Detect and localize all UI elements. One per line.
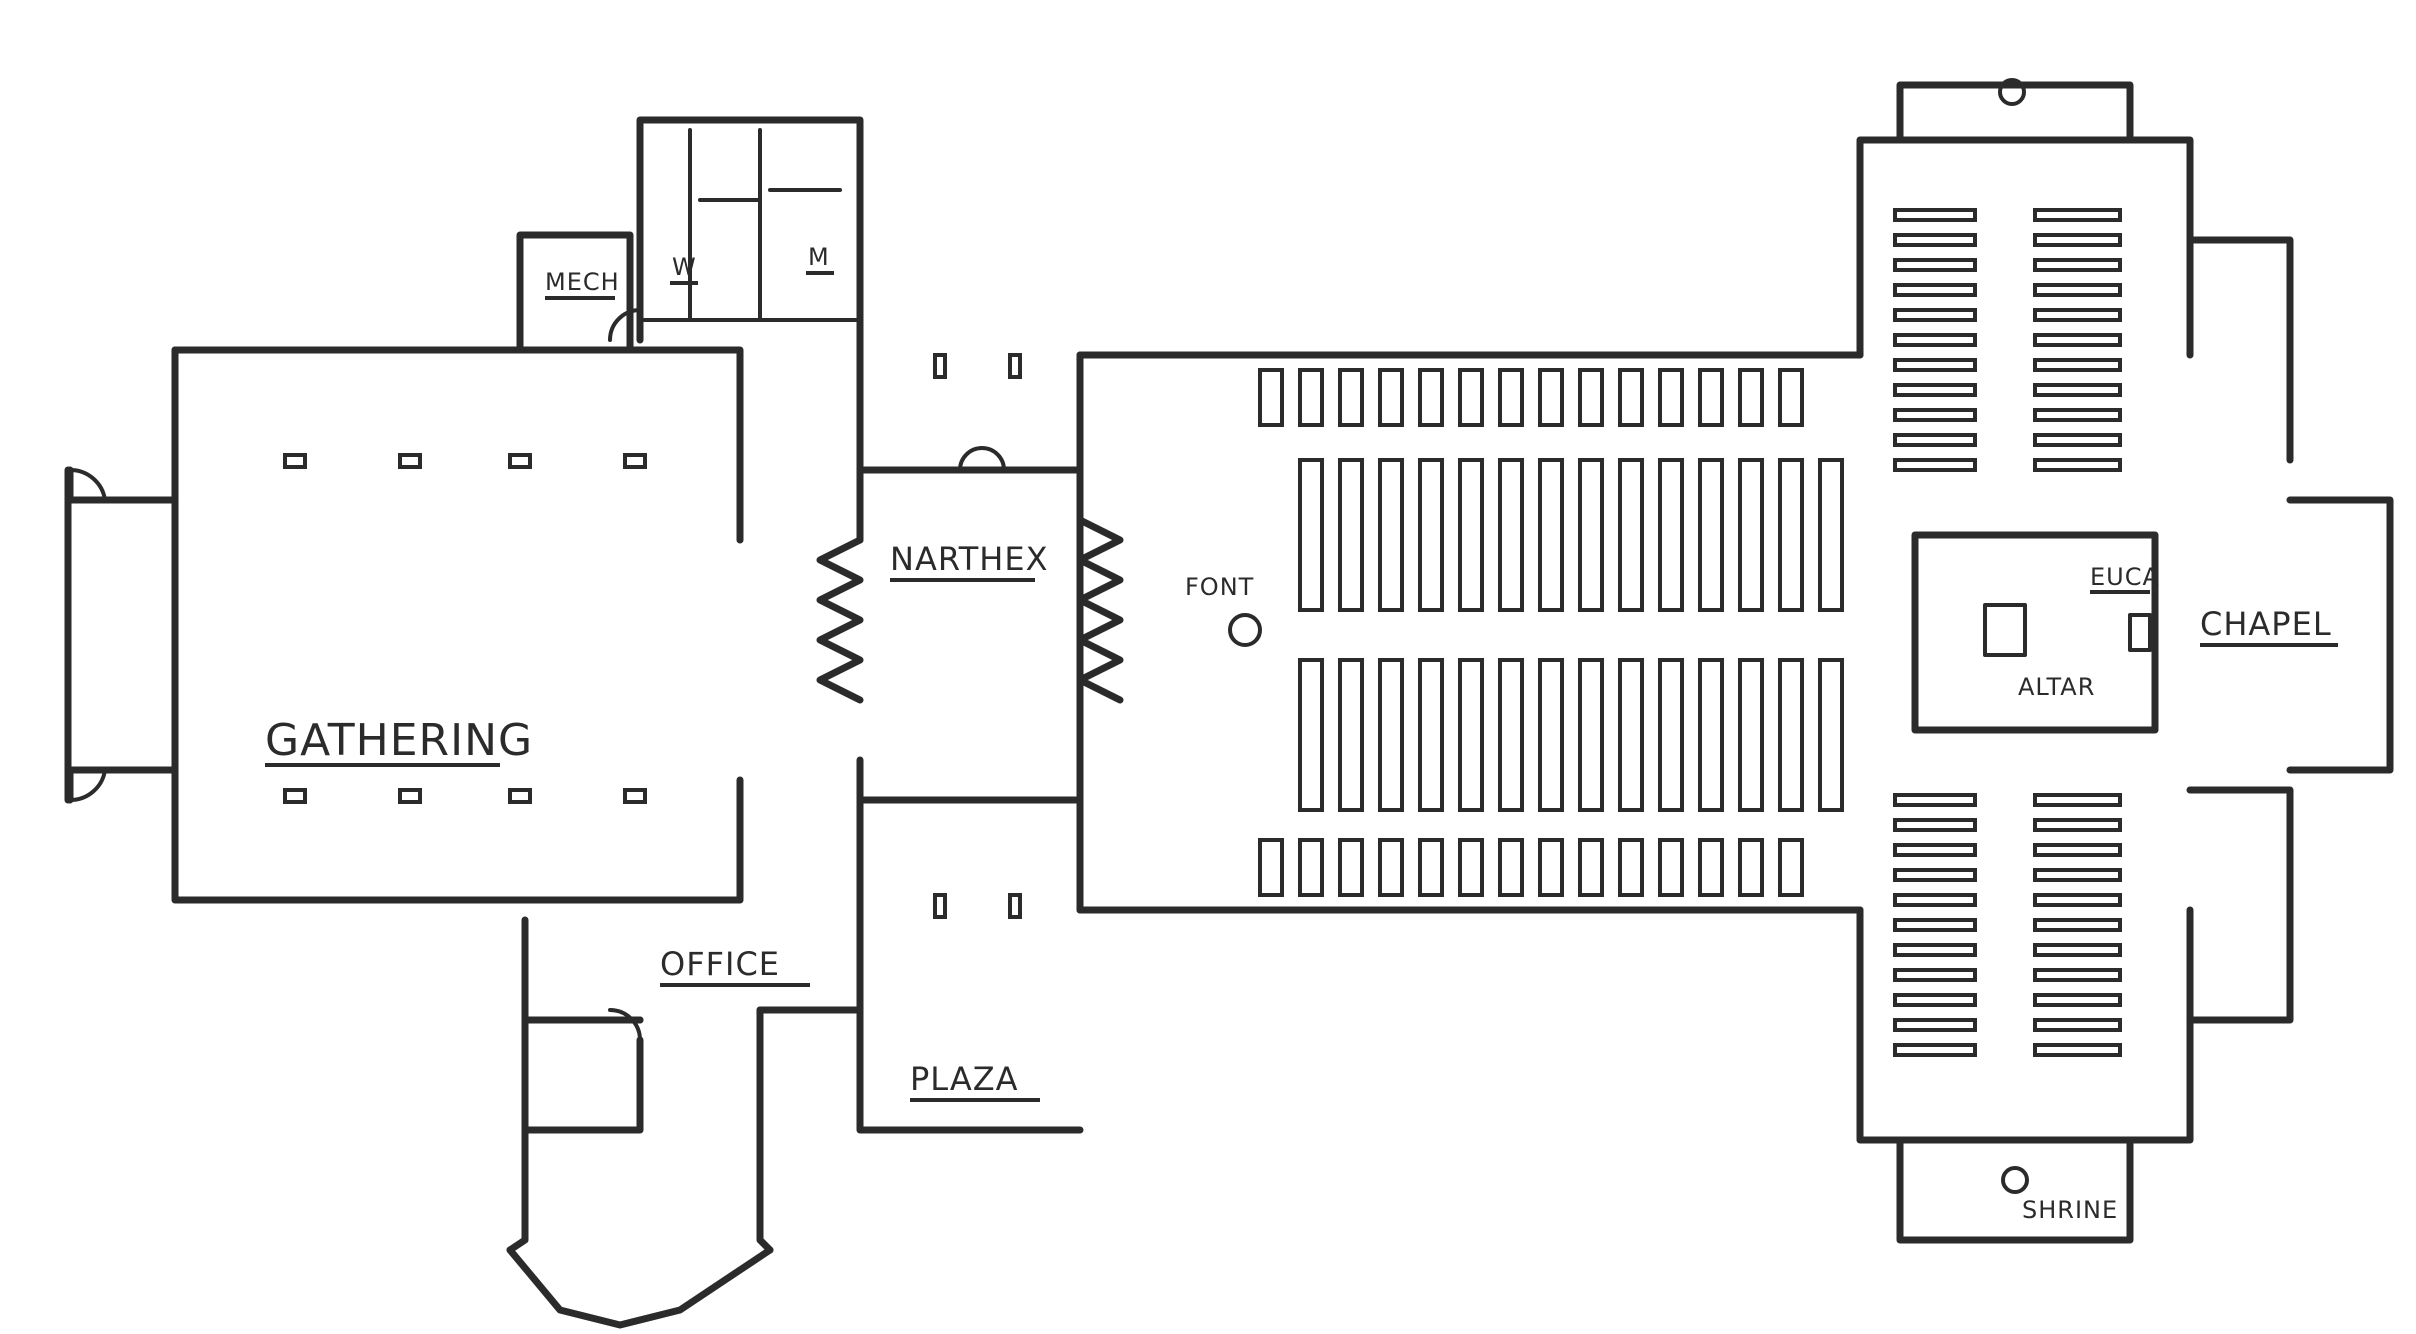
label-narthex: NARTHEX: [890, 540, 1048, 578]
label-mech: MECH: [545, 268, 620, 296]
pews-transept-south: [1893, 793, 2122, 1057]
label-chapel: CHAPEL: [2200, 605, 2332, 643]
pews-transept-north: [1893, 208, 2122, 472]
label-euca: EUCA: [2090, 563, 2160, 591]
pews-nave-front: [1258, 368, 1804, 427]
label-gathering: GATHERING: [265, 715, 533, 766]
transepts: [1856, 78, 2394, 1244]
pews-nave-south: [1298, 658, 1844, 812]
gathering-hall: [64, 346, 744, 904]
office-wing: [506, 916, 864, 1329]
altar-platform: [1911, 531, 2159, 734]
altar-table: [1983, 603, 2027, 657]
label-font: FONT: [1185, 573, 1254, 601]
nave: [1076, 351, 1864, 914]
label-altar: ALTAR: [2018, 673, 2095, 701]
label-mens-restroom: M: [808, 243, 830, 271]
label-womens-restroom: W: [672, 253, 697, 281]
label-shrine: SHRINE: [2022, 1196, 2118, 1224]
pews-nave-north: [1298, 458, 1844, 612]
euca-cabinet: [2128, 613, 2152, 652]
pews-nave-back: [1258, 838, 1804, 897]
room-labels: GATHERING NARTHEX OFFICE PLAZA MECH W M …: [265, 243, 2338, 1224]
narthex: [816, 351, 1124, 1134]
font-basin: [1228, 613, 1262, 647]
shrine-circle: [2001, 1166, 2029, 1194]
label-office: OFFICE: [660, 945, 780, 983]
north-shrine-circle: [1998, 78, 2026, 106]
service-core: [516, 116, 864, 544]
label-plaza: PLAZA: [910, 1060, 1019, 1098]
